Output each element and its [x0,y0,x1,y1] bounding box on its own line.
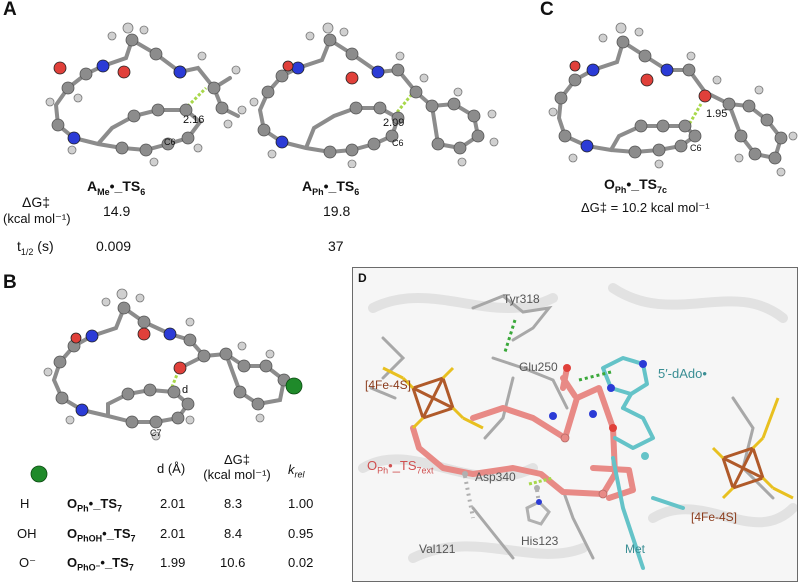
row2-substituent: OH [17,526,37,541]
met-label: Met [625,542,646,556]
val121-label: Val121 [419,542,456,556]
oph-ts7c-title: OPh•_TS7c [604,176,667,195]
ts7ext-label: OPh•_TS7ext [367,458,434,476]
panel-a-letter: A [3,0,17,20]
thalf-label: t1/2 (s) [17,238,54,257]
panel-b-letter: B [3,272,17,293]
molecule-ame-ts6 [45,22,247,167]
tyr318-label: Tyr318 [503,292,540,306]
fes-right-label: [4Fe-4S] [691,510,738,524]
fes-left-label: [4Fe-4S] [365,378,412,392]
row2-dg: 8.4 [224,526,243,541]
aph-dg-value: 19.8 [323,203,351,219]
oph-ts7-atom-label: C7 [150,428,162,438]
table-header-d: d (Å) [157,461,186,476]
ame-distance-label: 2.16 [183,114,205,126]
row2-krel: 0.95 [288,526,314,541]
row3-krel: 0.02 [288,555,314,570]
oph-ts7c-atom-label: C6 [690,143,702,153]
oph-ts7c-distance-label: 1.95 [706,108,728,120]
molecule-aph-ts6 [249,22,499,168]
panel-d-letter: D [358,271,367,285]
aph-thalf-value: 37 [328,238,344,254]
dado-label: 5′-dAdo• [658,366,707,381]
row3-substituent: O⁻ [19,555,36,570]
row1-krel: 1.00 [288,496,314,511]
panel-d-enzyme-view: D Tyr318 Glu250 [4Fe-4S] 5′-dAdo• OPh•_T… [352,267,798,582]
table-header-krel: krel [288,462,305,480]
row1-d: 2.01 [160,496,186,511]
ame-dg-value: 14.9 [103,203,131,219]
row2-name: OPhOH•_TS7 [67,526,136,544]
oph-ts7c-dg: ΔG‡ = 10.2 kcal mol⁻¹ [581,200,710,215]
dg-label-line2: (kcal mol⁻¹) [3,211,71,226]
ame-ts6-title: AMe•_TS6 [87,178,146,197]
row3-name: OPhO⁻•_TS7 [67,555,134,573]
aph-ts6-title: APh•_TS6 [302,178,360,197]
molecule-oph-ts7 [43,288,303,441]
row3-dg: 10.6 [220,555,246,570]
green-substituent-icon [30,465,48,483]
panel-c-letter: C [540,0,554,20]
ame-thalf-value: 0.009 [96,238,132,254]
table-header-dg: ΔG‡ (kcal mol⁻¹) [203,452,271,482]
asp340-label: Asp340 [475,470,516,484]
enzyme-active-site [358,283,797,570]
dg-label-line1: ΔG‡ [22,194,51,210]
row1-name: OPh•_TS7 [67,496,123,514]
aph-distance-label: 2.09 [383,117,405,129]
row3-d: 1.99 [160,555,186,570]
oph-ts7-d-label: d [182,384,189,396]
row1-dg: 8.3 [224,496,243,511]
molecule-oph-ts7c [548,22,798,177]
ame-atom-label: C6 [164,137,176,147]
aph-atom-label: C6 [392,138,404,148]
row2-d: 2.01 [160,526,186,541]
row1-substituent: H [20,496,30,511]
glu250-label: Glu250 [519,360,558,374]
his123-label: His123 [521,534,559,548]
